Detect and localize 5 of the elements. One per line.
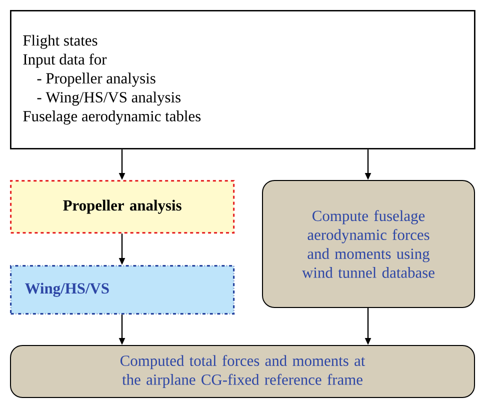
input-box: Flight states Input data for - Propeller analysis - Wing/HS/VS analysis Fuselage aerodynamic tables	[10, 10, 476, 150]
result-box: Computed total forces and moments at the airplane CG-fixed reference frame	[10, 345, 476, 398]
process-box: Wing/HS/VS	[10, 265, 235, 315]
process-box: Compute fuselage aerodynamic forces and moments using wind tunnel database	[262, 180, 475, 308]
process-box: Propeller analysis	[10, 180, 235, 234]
